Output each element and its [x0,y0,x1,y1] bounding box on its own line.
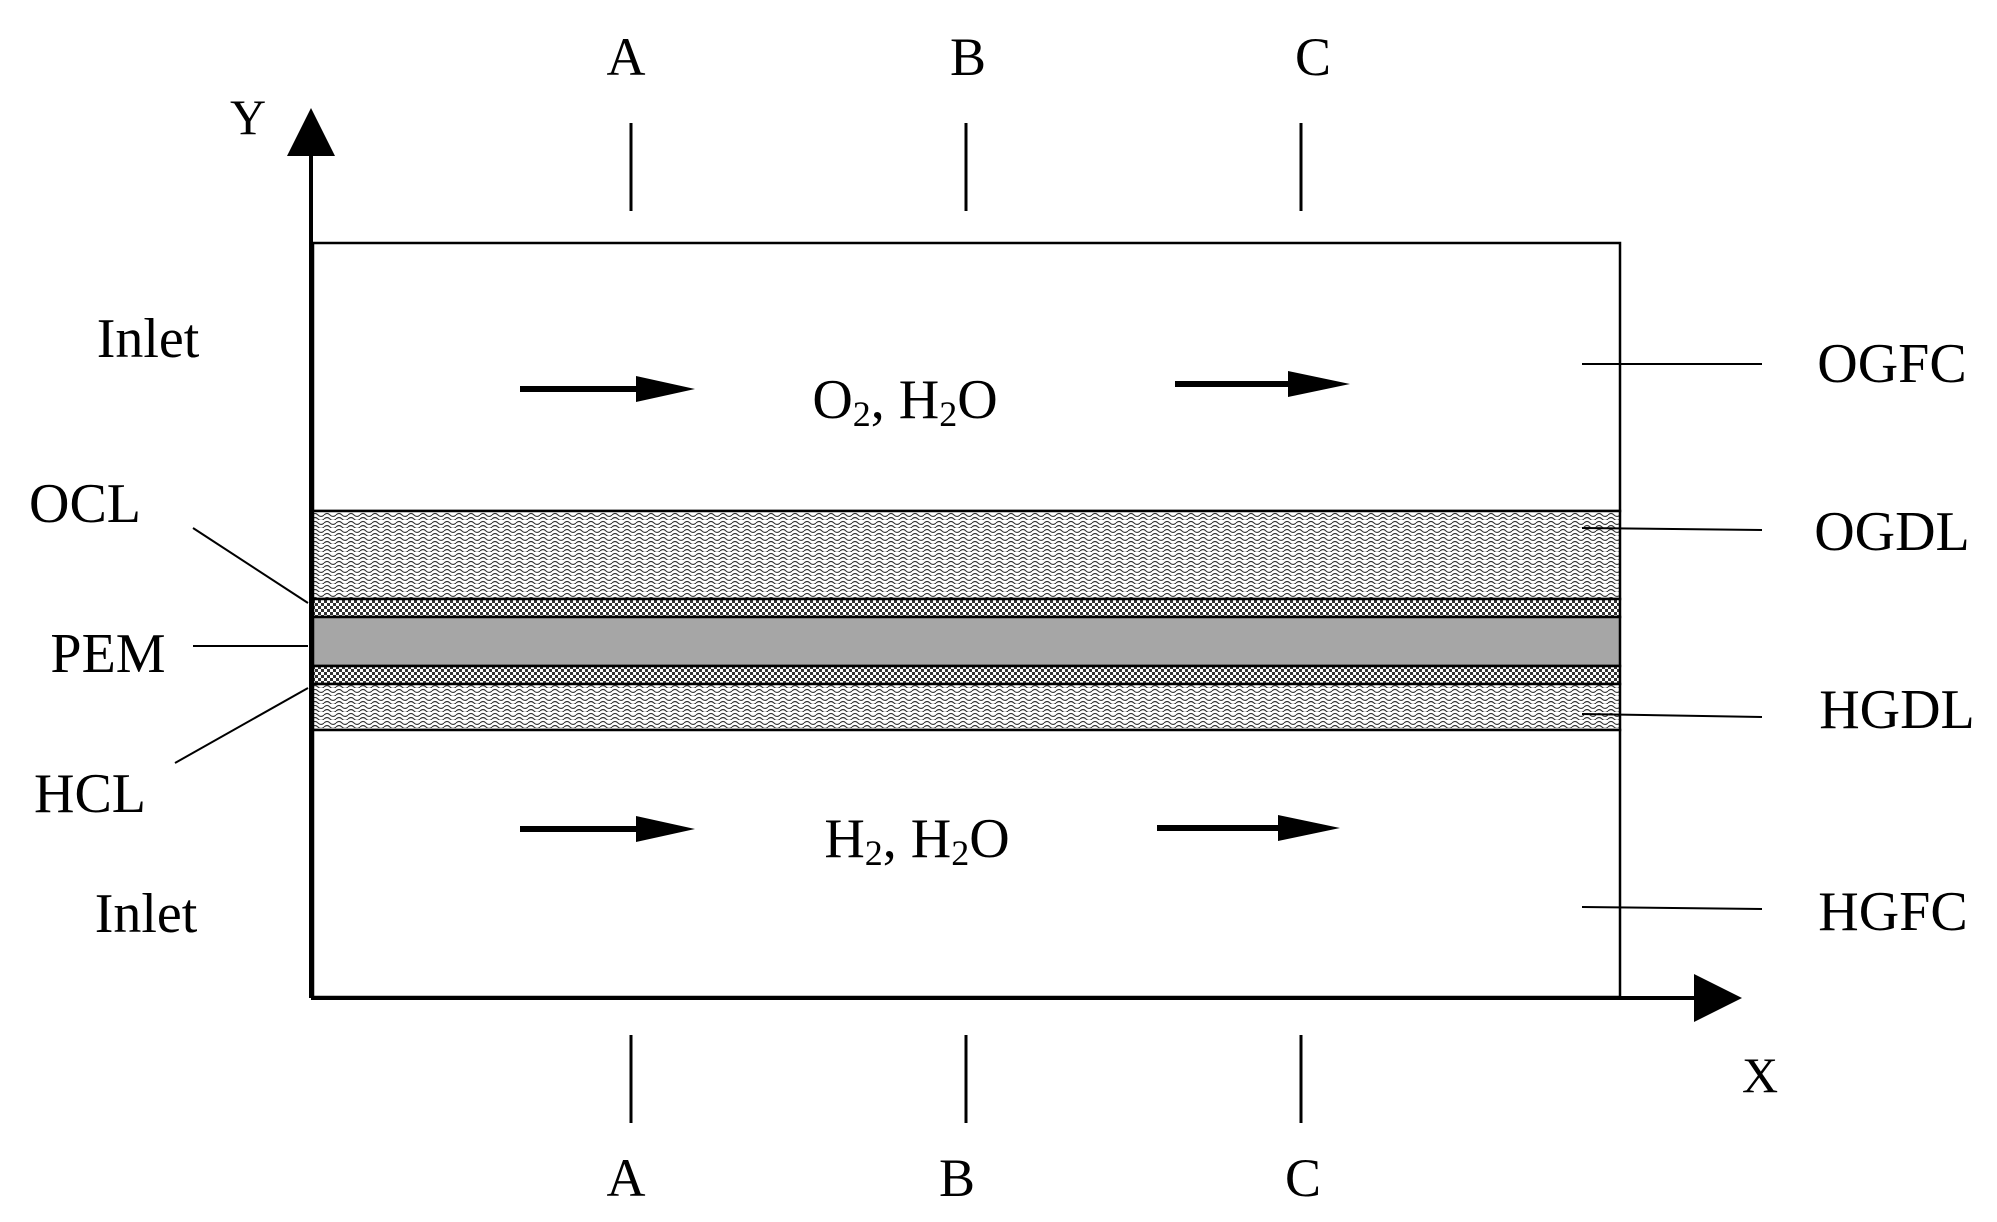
ogfc-region [311,241,1622,513]
species-bottom-label: H2, H2O [824,808,1009,873]
species-bottom-a-sub: 2 [865,833,883,873]
flow-arrow-top-right [1175,371,1350,397]
hgdl-layer [311,682,1622,732]
species-bottom-b-sub: 2 [951,833,969,873]
inlet-top-label: Inlet [97,308,200,370]
section-a-top-label: A [607,27,646,87]
x-axis-label: X [1742,1047,1778,1103]
species-bottom-b: H [911,808,951,870]
section-b-top-label: B [950,27,986,87]
hgfc-leader-line [1581,906,1763,910]
ocl-layer [311,597,1622,619]
section-a-bottom-label: A [607,1148,646,1208]
hgdl-label: HGDL [1819,679,1975,741]
ogdl-leader-line [1581,527,1763,531]
section-b-bottom-label: B [939,1148,975,1208]
species-top-b-sub: 2 [939,394,957,434]
hcl-layer [311,664,1622,686]
species-bottom-c: O [969,808,1009,870]
species-top-a-sub: 2 [853,394,871,434]
ocl-label: OCL [29,473,141,535]
ocl-leader-line [192,527,309,604]
species-top-label: O2, H2O [812,369,997,434]
ogfc-label: OGFC [1817,333,1966,395]
flow-arrow-top-left [520,376,695,402]
species-top-a: O [812,369,852,431]
ogdl-label: OGDL [1814,501,1970,563]
species-bottom-a: H [824,808,864,870]
species-top-c: O [957,369,997,431]
ogdl-layer [311,509,1622,601]
hgfc-region [311,728,1622,999]
y-axis-label: Y [230,89,266,145]
section-c-bottom-label: C [1285,1148,1321,1208]
hcl-label: HCL [34,763,146,825]
species-top-b: H [899,369,939,431]
species-bottom-sep: , [883,808,911,870]
flow-arrow-bottom-left [520,816,695,842]
flow-arrow-bottom-right [1157,815,1340,841]
species-top-sep: , [871,369,899,431]
hgdl-leader-line [1581,713,1763,718]
section-c-top-label: C [1295,27,1331,87]
hcl-leader-line [174,687,309,764]
pem-label: PEM [50,623,165,685]
hgfc-label: HGFC [1818,881,1967,943]
inlet-bottom-label: Inlet [95,883,198,945]
pem-layer [311,615,1622,668]
